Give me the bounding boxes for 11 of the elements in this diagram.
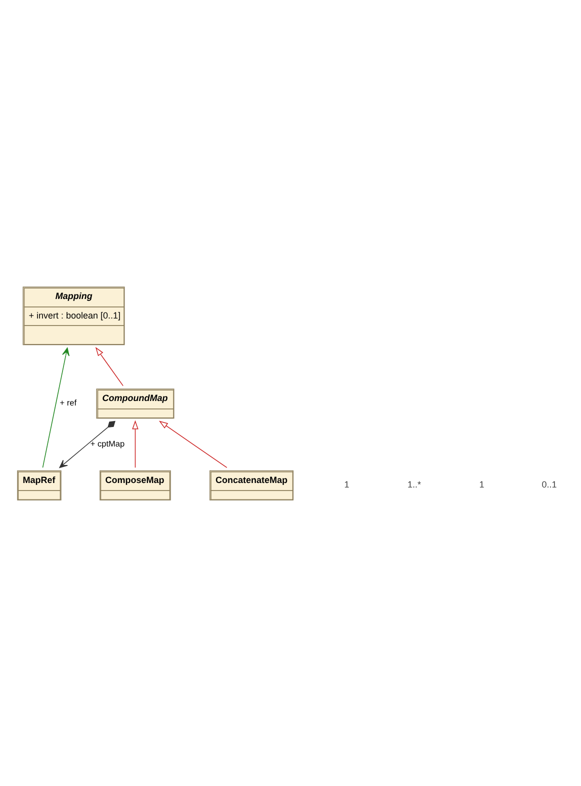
arrow — [42, 347, 70, 468]
label: 0..1 — [542, 479, 557, 490]
arrow — [95, 346, 124, 386]
edge-label: + cptMap — [90, 439, 125, 448]
label: 1 — [479, 479, 484, 490]
label: 1..* — [407, 479, 422, 490]
arrow — [59, 420, 116, 468]
edge-label: + ref — [60, 398, 76, 408]
arrow — [158, 420, 228, 468]
arrow — [132, 420, 138, 468]
label: 1 — [344, 479, 350, 490]
